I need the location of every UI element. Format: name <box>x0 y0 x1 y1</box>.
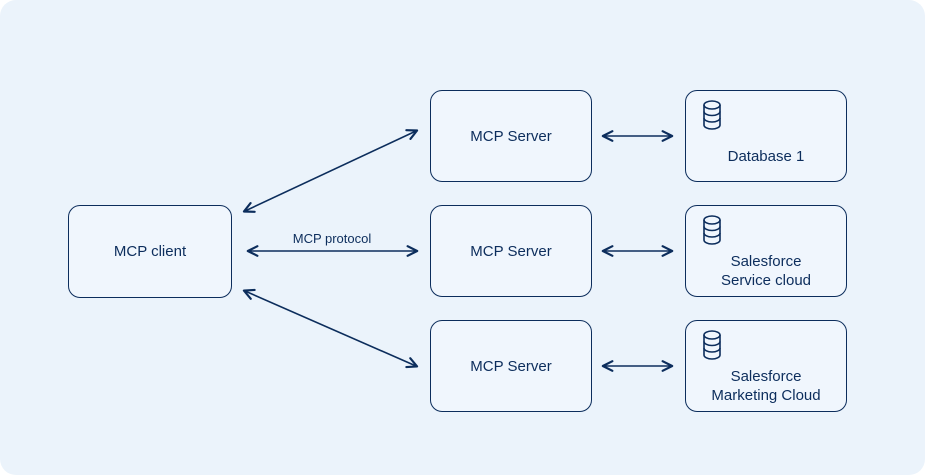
node-database-1: Database 1 <box>685 90 847 182</box>
backend-label-area: Database 1 <box>686 131 846 181</box>
edge-label-mcp-protocol: MCP protocol <box>292 231 372 246</box>
edge-client-server3 <box>242 288 419 369</box>
node-salesforce-service-cloud: Salesforce Service cloud <box>685 205 847 297</box>
mcp-server-2-label: MCP Server <box>470 242 552 260</box>
mcp-server-3-label: MCP Server <box>470 357 552 375</box>
database-icon <box>703 330 721 360</box>
database-icon <box>703 100 721 130</box>
node-mcp-server-2: MCP Server <box>430 205 592 297</box>
edge-client-server1 <box>242 129 419 213</box>
mcp-client-label: MCP client <box>113 243 187 260</box>
node-mcp-client: MCP client <box>68 205 232 298</box>
mcp-server-1-label: MCP Server <box>470 127 552 145</box>
node-mcp-server-3: MCP Server <box>430 320 592 412</box>
backend-label-area: Salesforce Marketing Cloud <box>686 361 846 411</box>
salesforce-service-cloud-label: Salesforce Service cloud <box>720 253 812 289</box>
database-1-label: Database 1 <box>727 147 805 165</box>
salesforce-marketing-cloud-label: Salesforce Marketing Cloud <box>711 368 821 404</box>
database-icon <box>703 215 721 245</box>
node-salesforce-marketing-cloud: Salesforce Marketing Cloud <box>685 320 847 412</box>
backend-label-area: Salesforce Service cloud <box>686 246 846 296</box>
node-mcp-server-1: MCP Server <box>430 90 592 182</box>
